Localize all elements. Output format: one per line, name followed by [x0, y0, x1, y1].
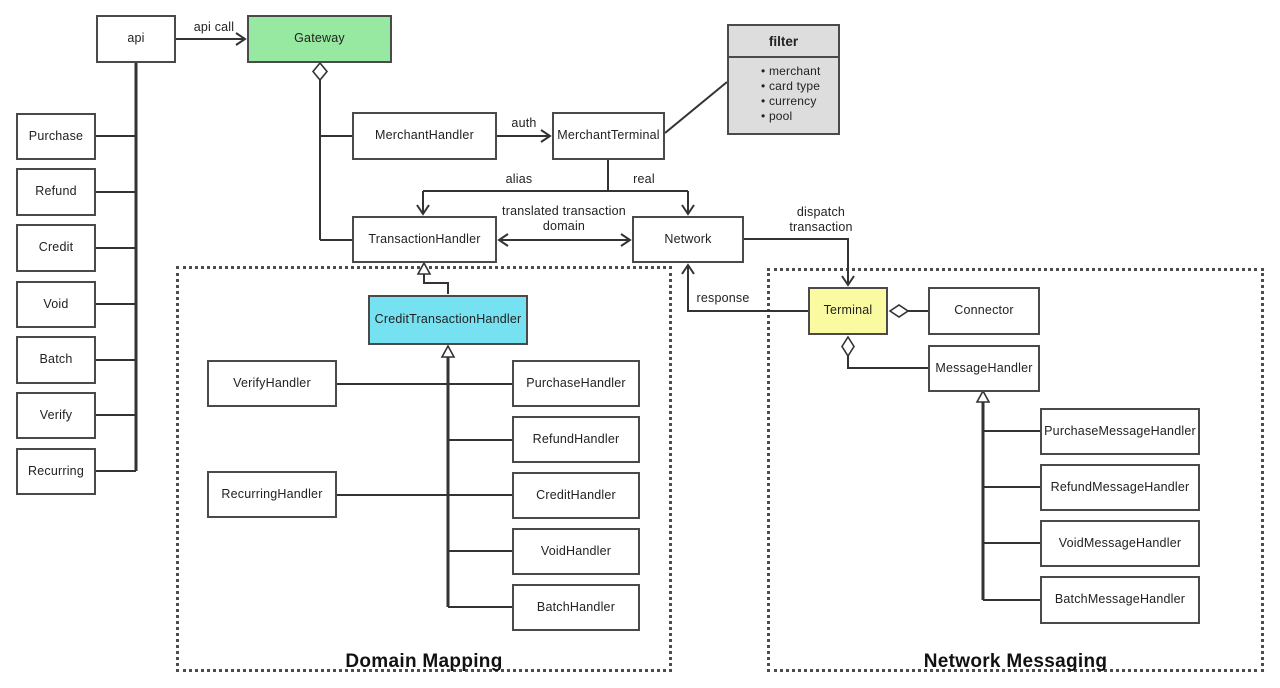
terminal-messagehandler-diamond-icon: [841, 335, 855, 358]
node-purchase-message-handler: PurchaseMessageHandler: [1040, 408, 1200, 455]
node-connector: Connector: [928, 287, 1040, 335]
node-purchase: Purchase: [16, 113, 96, 160]
node-batch-handler: BatchHandler: [512, 584, 640, 631]
node-refund-handler: RefundHandler: [512, 416, 640, 463]
edge-translated-domain: [497, 233, 632, 247]
node-void-handler: VoidHandler: [512, 528, 640, 575]
edge-label-dispatch-transaction: dispatch transaction: [789, 205, 853, 234]
edge-auth: [497, 129, 552, 143]
filter-title: filter: [729, 26, 838, 58]
node-batch: Batch: [16, 336, 96, 384]
messaging-inheritance-triangle-icon: [975, 389, 991, 403]
node-gateway: Gateway: [247, 15, 392, 63]
region-network-messaging: Network Messaging: [767, 268, 1264, 672]
node-verify: Verify: [16, 392, 96, 439]
edge-api-operations: [96, 63, 138, 472]
edge-messaging-trunk: [981, 402, 1040, 601]
node-api: api: [96, 15, 176, 63]
edge-api-call: [176, 32, 247, 46]
node-merchant-handler: MerchantHandler: [352, 112, 497, 160]
node-purchase-handler: PurchaseHandler: [512, 360, 640, 407]
node-transaction-handler: TransactionHandler: [352, 216, 497, 263]
node-recurring: Recurring: [16, 448, 96, 495]
node-merchant-terminal: MerchantTerminal: [552, 112, 665, 160]
edge-label-auth: auth: [511, 116, 537, 130]
edge-alias-real: [416, 160, 695, 216]
node-void-message-handler: VoidMessageHandler: [1040, 520, 1200, 567]
node-message-handler: MessageHandler: [928, 345, 1040, 392]
node-recurring-handler: RecurringHandler: [207, 471, 337, 518]
node-credit-transaction-handler: CreditTransactionHandler: [368, 295, 528, 345]
node-terminal: Terminal: [808, 287, 888, 335]
edge-cth-inheritance: [423, 274, 449, 294]
edge-gateway-aggregation: [319, 80, 352, 241]
node-filter: filter merchant card type currency pool: [727, 24, 840, 135]
filter-items: merchant card type currency pool: [729, 64, 838, 124]
filter-item-merchant: merchant: [761, 64, 838, 79]
gateway-aggregation-diamond-icon: [311, 61, 329, 82]
edge-label-response: response: [696, 291, 750, 305]
region-network-messaging-label: Network Messaging: [923, 651, 1108, 672]
node-network: Network: [632, 216, 744, 263]
node-batch-message-handler: BatchMessageHandler: [1040, 576, 1200, 624]
edge-response: [681, 263, 808, 312]
edge-merchantterminal-filter: [664, 81, 728, 134]
edge-terminal-messagehandler: [847, 356, 928, 369]
domain-inheritance-triangle-icon: [440, 344, 456, 358]
edge-label-api-call: api call: [193, 20, 235, 34]
edge-label-alias: alias: [505, 172, 533, 186]
region-domain-mapping-label: Domain Mapping: [345, 651, 503, 672]
filter-item-pool: pool: [761, 109, 838, 124]
edge-label-translated-domain: translated transaction domain: [502, 204, 626, 233]
node-refund-message-handler: RefundMessageHandler: [1040, 464, 1200, 511]
node-void: Void: [16, 281, 96, 328]
edge-dispatch-transaction: [744, 238, 855, 287]
filter-item-currency: currency: [761, 94, 838, 109]
node-refund: Refund: [16, 168, 96, 216]
node-credit-handler: CreditHandler: [512, 472, 640, 519]
terminal-connector-diamond-icon: [888, 304, 910, 318]
node-verify-handler: VerifyHandler: [207, 360, 337, 407]
edge-domain-trunk: [337, 357, 512, 608]
edge-label-real: real: [633, 172, 655, 186]
node-credit: Credit: [16, 224, 96, 272]
cth-inheritance-triangle-icon: [416, 261, 432, 275]
filter-item-card-type: card type: [761, 79, 838, 94]
